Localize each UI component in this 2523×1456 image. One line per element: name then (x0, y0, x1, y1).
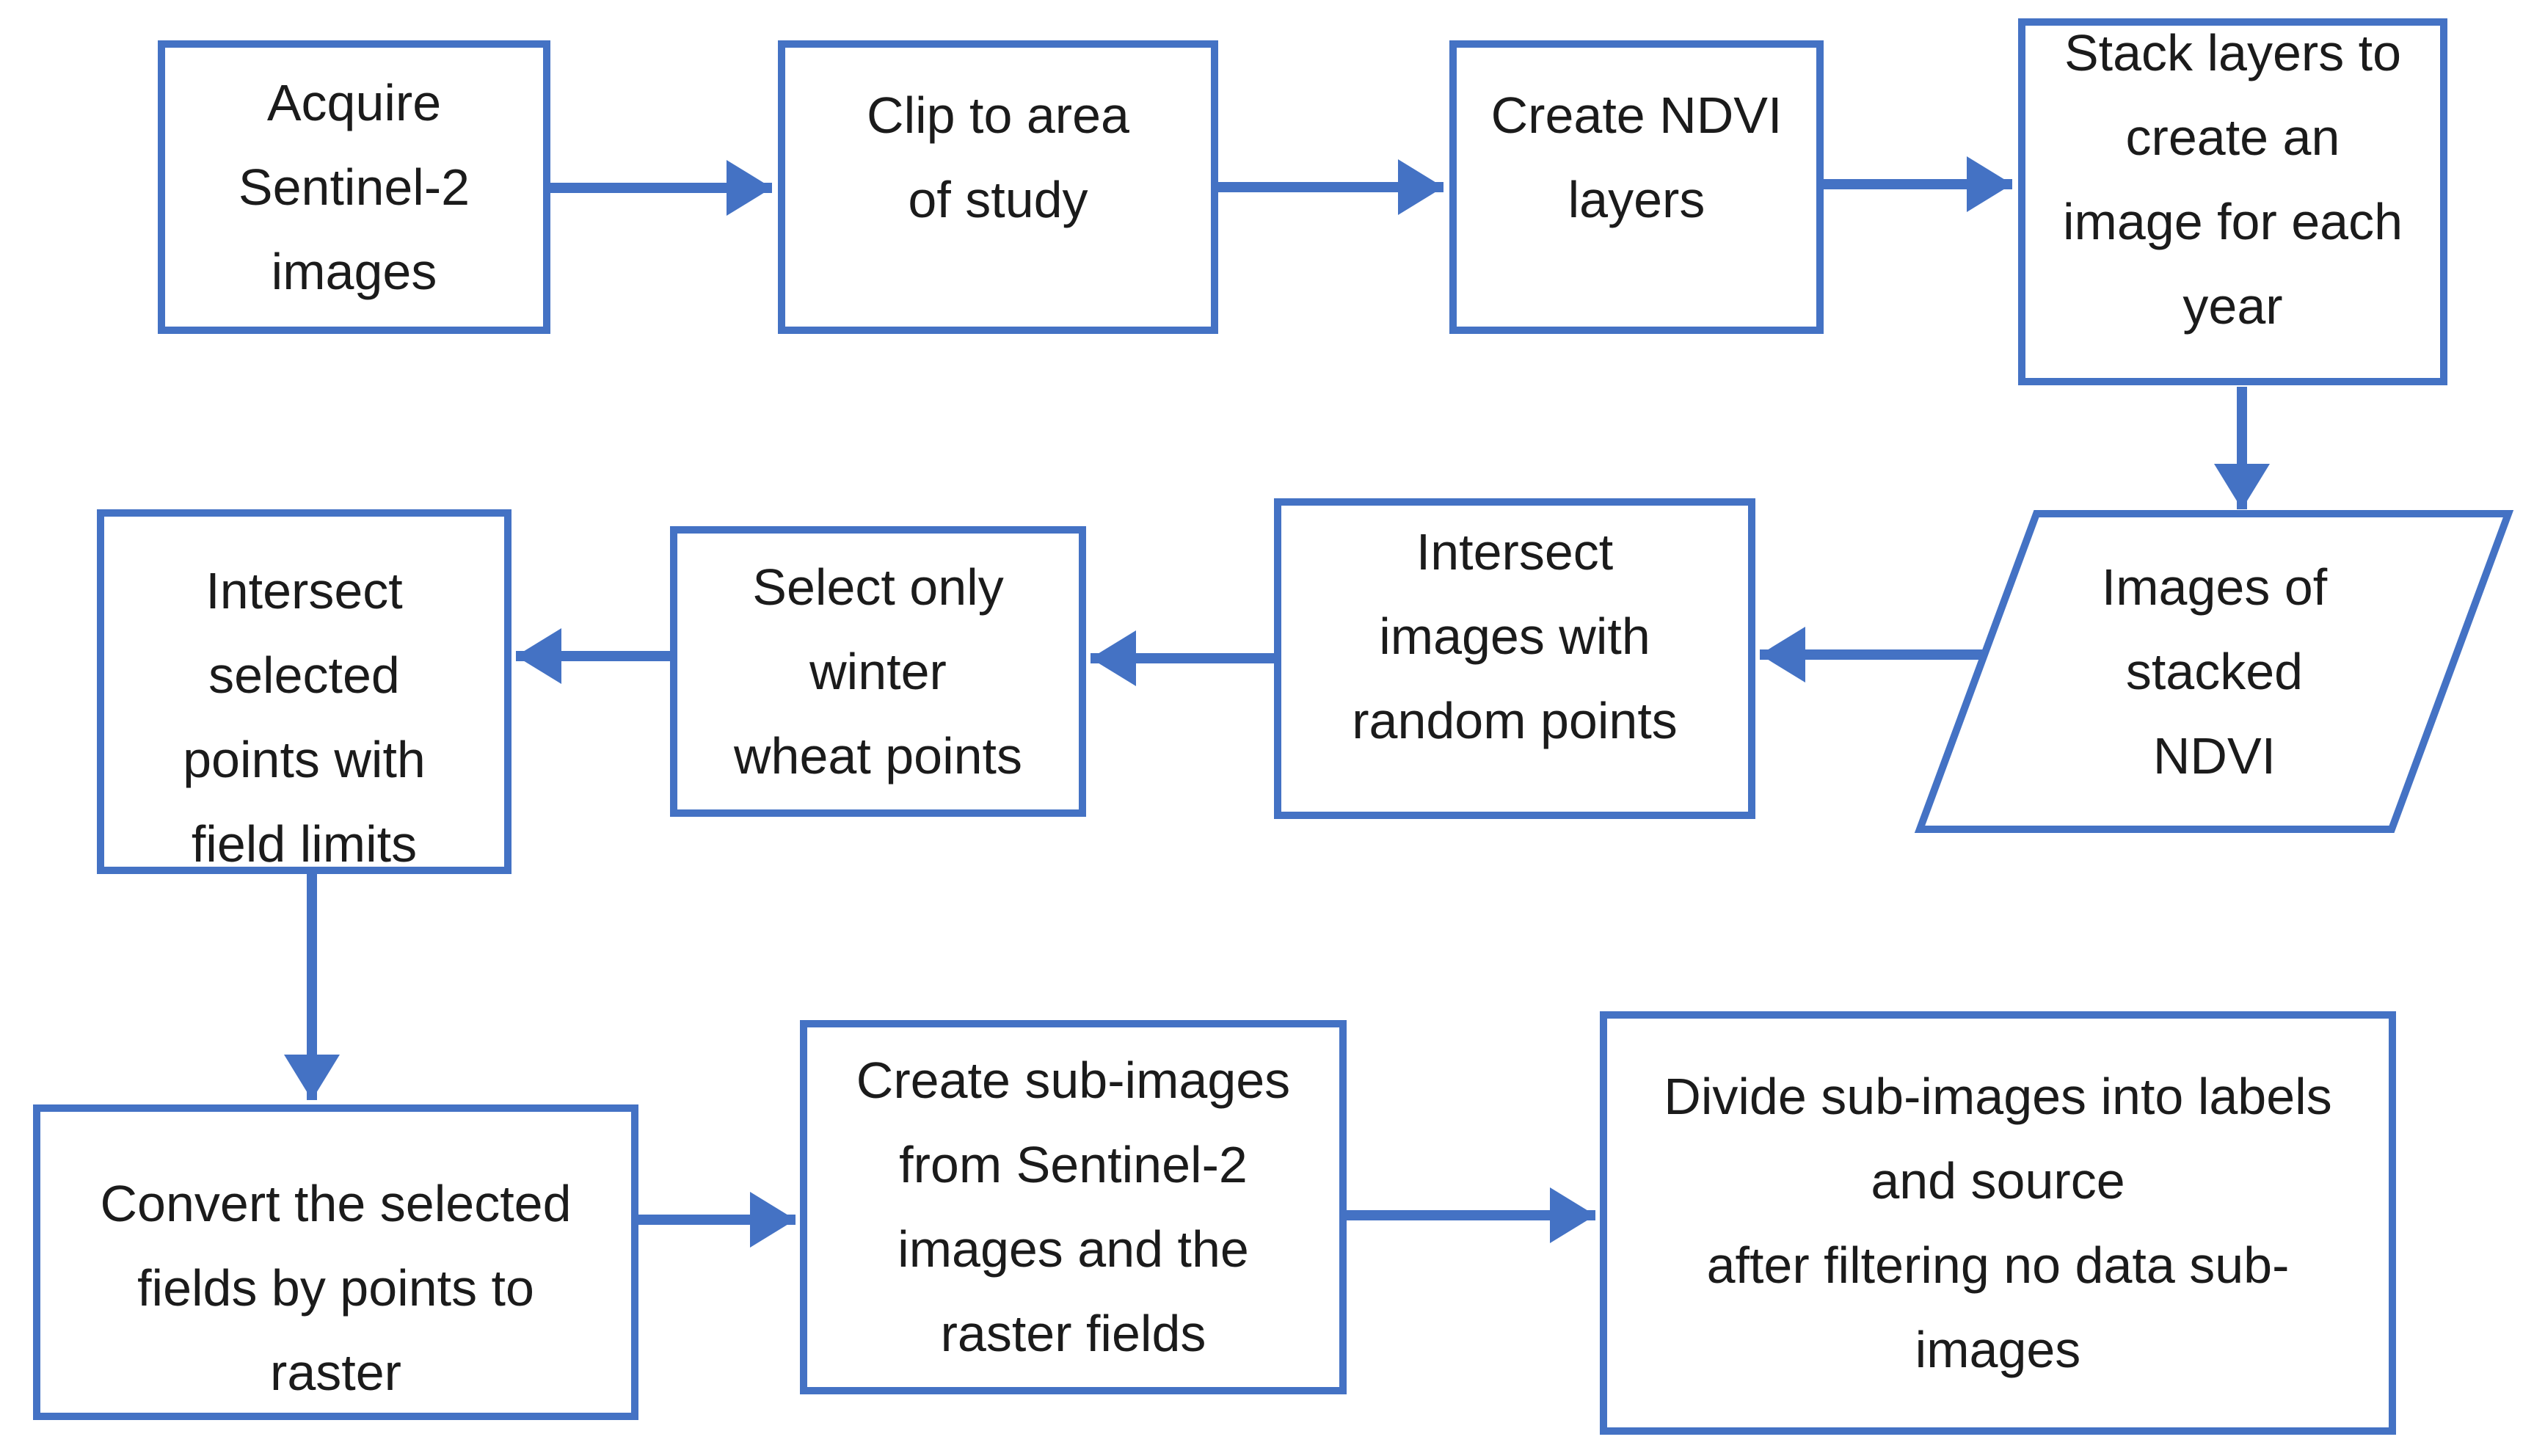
node-select-wheat-label: Select only winter wheat points (733, 558, 1023, 785)
node-ndvi-label: Create NDVI layers (1490, 87, 1783, 228)
node-clip-label: Clip to area of study (867, 87, 1129, 228)
node-intersect-images-with-random-points: Intersect images with random points (1274, 498, 1755, 819)
node-stack-label: Stack layers to create an image for each… (2062, 24, 2403, 335)
node-select-only-winter-wheat-points: Select only winter wheat points (670, 526, 1086, 817)
node-intersect-fields-label: Intersect selected points with field lim… (183, 561, 426, 873)
node-images-of-stacked-ndvi: Images of stacked NDVI (1967, 514, 2462, 829)
node-divide-sub-images: Divide sub-images into labels and source… (1600, 1011, 2396, 1435)
node-stacked-ndvi-label: Images of stacked NDVI (2101, 558, 2328, 785)
node-create-sub-images: Create sub-images from Sentinel-2 images… (800, 1020, 1347, 1394)
node-acquire-sentinel2-images: Acquire Sentinel-2 images (158, 40, 550, 334)
node-divide-label: Divide sub-images into labels and source… (1664, 1067, 2332, 1378)
node-convert-raster-label: Convert the selected fields by points to… (100, 1174, 572, 1401)
node-clip-to-area-of-study: Clip to area of study (778, 40, 1218, 334)
node-acquire-label: Acquire Sentinel-2 images (238, 73, 470, 300)
node-convert-selected-fields-to-raster: Convert the selected fields by points to… (33, 1104, 638, 1420)
node-stack-layers: Stack layers to create an image for each… (2018, 18, 2447, 385)
node-intersect-random-label: Intersect images with random points (1352, 523, 1678, 749)
node-sub-images-label: Create sub-images from Sentinel-2 images… (856, 1052, 1291, 1362)
node-create-ndvi-layers: Create NDVI layers (1449, 40, 1824, 334)
parallelogram-images-of-stacked-ndvi (1914, 510, 2514, 833)
node-intersect-selected-points-with-field-limits: Intersect selected points with field lim… (97, 509, 511, 874)
